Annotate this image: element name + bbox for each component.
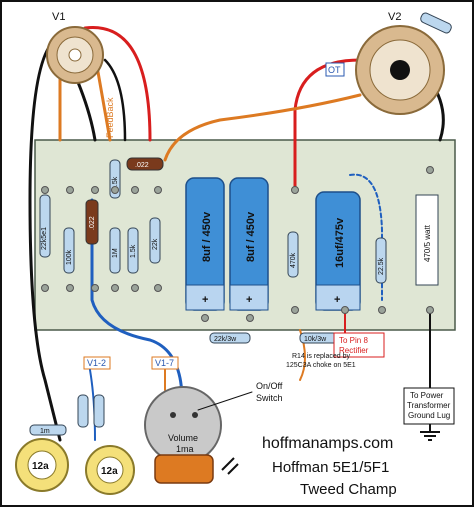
- ot-label: OT: [328, 65, 341, 75]
- orange-wire-v2: [163, 93, 362, 162]
- power-ground-line1: To Power: [410, 391, 444, 400]
- filter-cap-3: [315, 191, 361, 311]
- cap-022-vertical-label: .022: [89, 216, 96, 230]
- v2-label: V2: [388, 11, 401, 23]
- grid-resistor-1meg-label: 1m: [40, 428, 50, 435]
- r14-note-line1: R14 is replaced by: [292, 353, 350, 360]
- cap-022-horizontal: [126, 157, 164, 171]
- volume-pot[interactable]: [144, 386, 222, 484]
- volume-label-line2: 1ma: [176, 444, 194, 454]
- power-ground-line2: Transformer: [407, 401, 451, 410]
- resistor-22k: [39, 194, 51, 258]
- resistor-22k-label: 22k5e1: [41, 227, 48, 250]
- resistor-100k-label: 100k: [66, 249, 73, 265]
- resistor-100k: [63, 227, 75, 274]
- resistor-1m-label: 1M: [112, 248, 119, 258]
- v1-tube-socket: [46, 26, 104, 84]
- filter-cap-2-plus: +: [246, 294, 252, 306]
- v1-2-label: V1-2: [87, 358, 106, 368]
- to-pin8-line2: Rectifier: [339, 346, 369, 355]
- v2-screen-resistor: [420, 12, 452, 34]
- cap-022-vertical: [85, 199, 99, 245]
- resistor-225k-label: 22.5k: [378, 257, 385, 275]
- v1-7-label: V1-7: [155, 358, 174, 368]
- feedback-label: FeedBack: [105, 97, 115, 138]
- power-ground-line3: Ground Lug: [408, 411, 450, 420]
- resistor-1m: [109, 227, 121, 274]
- brand-site: hoffmanamps.com: [262, 435, 393, 452]
- resistor-1k5-label: 1.5k: [112, 176, 119, 190]
- input-jack-right-label: 12a: [101, 466, 118, 477]
- switch-label-line2: Switch: [256, 393, 283, 403]
- ground-symbol-power: [420, 424, 440, 441]
- filter-cap-3-plus: +: [334, 294, 340, 306]
- brand-model: Hoffman 5E1/5F1: [272, 459, 389, 476]
- input-resistor-a: [77, 394, 89, 428]
- grid-resistor-1meg: [29, 424, 67, 436]
- black-wire-v1b: [103, 58, 127, 142]
- ot-tag: [325, 62, 345, 77]
- filter-cap-1-label: 8uf / 450v: [201, 211, 213, 262]
- input-jack-left: [15, 438, 69, 492]
- v2-tube-socket: [355, 25, 445, 115]
- input-jack-left-label: 12a: [32, 461, 49, 472]
- to-pin8-line1: To Pin 8: [339, 336, 368, 345]
- to-pin8-tag: [333, 332, 385, 358]
- red-wire-v2: [293, 58, 362, 192]
- resistor-22k-2-label: 22k: [152, 238, 159, 250]
- resistor-470-5w: [415, 194, 439, 286]
- black-wire-left: [28, 38, 62, 442]
- ground-symbol-volume: [221, 457, 239, 475]
- resistor-470-5w-label: 470/5 watt: [423, 224, 432, 262]
- resistor-15k-label: 1.5k: [130, 244, 137, 258]
- black-wire-v1: [73, 73, 97, 142]
- filter-cap-1-plus: +: [202, 294, 208, 306]
- filter-cap-1: [185, 177, 225, 311]
- resistor-22k3w: [209, 332, 251, 344]
- filter-cap-3-label: 16uf/475v: [334, 217, 346, 268]
- filter-cap-2: [229, 177, 269, 311]
- red-wire-v1: [83, 26, 152, 142]
- turret-eyelets: [41, 166, 434, 322]
- switch-pointer-line: [197, 391, 253, 411]
- cap-022-horizontal-label: .022: [135, 162, 149, 169]
- v1-7-tag: [151, 356, 179, 370]
- volume-label-line1: Volume: [168, 433, 198, 443]
- resistor-225k: [375, 237, 387, 284]
- dashed-blue-wire: [349, 173, 383, 301]
- input-jack-right: [85, 445, 135, 495]
- r14-note-line2: 125C3A choke on 5E1: [286, 362, 356, 369]
- resistor-22k3w-label: 22k/3w: [214, 336, 237, 343]
- resistor-470k-label: 470k: [290, 252, 297, 268]
- resistor-15k: [127, 227, 139, 274]
- filter-cap-2-label: 8uf / 450v: [245, 211, 257, 262]
- v1-label: V1: [52, 11, 65, 23]
- resistor-22k-2: [149, 217, 161, 264]
- resistor-10k3w-label: 10k/3w: [304, 336, 327, 343]
- resistor-470k: [287, 231, 299, 278]
- brand-name: Tweed Champ: [300, 481, 397, 498]
- blue-signal-wire: [90, 198, 184, 397]
- switch-label-line1: On/Off: [256, 381, 283, 391]
- input-resistor-b: [93, 394, 105, 428]
- v1-2-tag: [83, 356, 111, 370]
